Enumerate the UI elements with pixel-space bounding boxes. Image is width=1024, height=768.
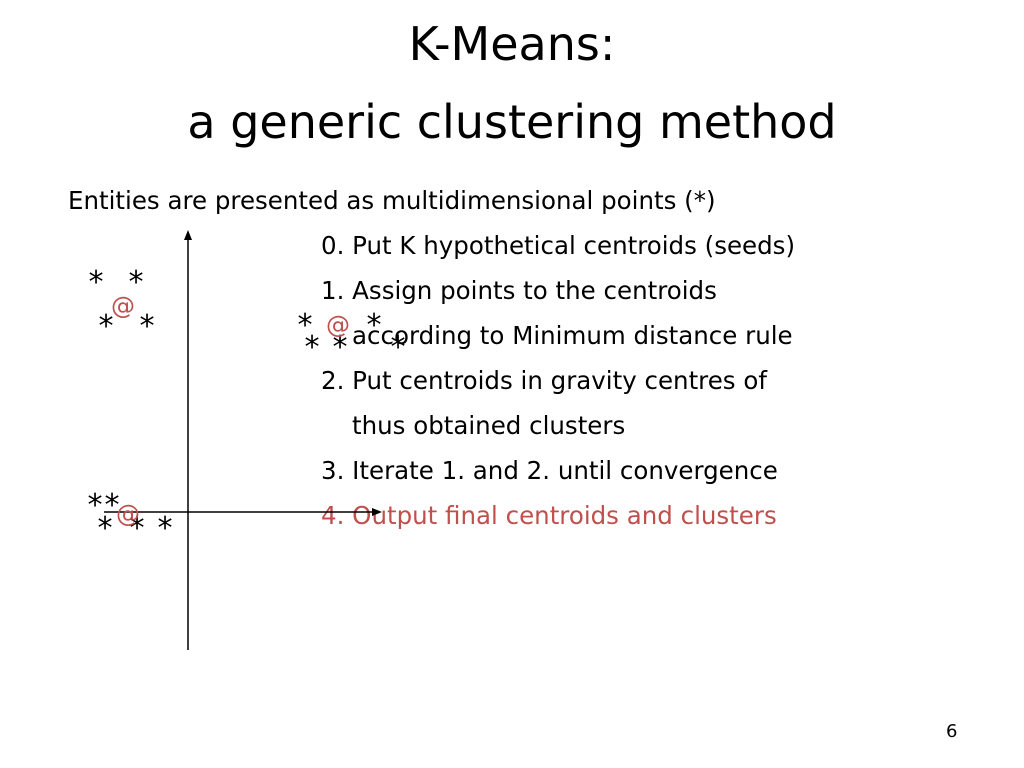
centroid-marker: @: [326, 311, 350, 339]
centroid-marker: @: [116, 500, 140, 528]
intro-text: Entities are presented as multidimension…: [68, 186, 716, 215]
data-point: *: [128, 511, 147, 546]
data-point: *: [156, 511, 175, 546]
step-1-text: 1. Assign points to the centroids: [321, 276, 717, 305]
data-point: *: [97, 309, 116, 344]
data-point: *: [303, 330, 322, 365]
centroid-marker: @: [111, 292, 135, 320]
page-number: 6: [946, 721, 958, 742]
data-point: *: [86, 488, 105, 523]
data-point: *: [296, 308, 315, 343]
data-point: *: [127, 265, 146, 300]
data-point: *: [331, 330, 350, 365]
step-2-text: 2. Put centroids in gravity centres of: [321, 366, 767, 395]
step-3-text: 3. Iterate 1. and 2. until convergence: [321, 456, 778, 485]
data-point: *: [389, 330, 408, 365]
y-axis-arrowhead: [184, 230, 192, 240]
data-point: *: [138, 309, 157, 344]
data-point: *: [87, 265, 106, 300]
slide-title-line-2: a generic clustering method: [187, 95, 837, 149]
data-point: *: [103, 488, 122, 523]
step-4-text: 4. Output final centroids and clusters: [321, 501, 777, 530]
step-0-text: 0. Put K hypothetical centroids (seeds): [321, 231, 796, 260]
step-1-continuation-text: according to Minimum distance rule: [352, 321, 793, 350]
slide-title-line-1: K-Means:: [408, 17, 616, 71]
step-2-continuation-text: thus obtained clusters: [352, 411, 626, 440]
data-point: *: [96, 511, 115, 546]
data-point: *: [365, 308, 384, 343]
